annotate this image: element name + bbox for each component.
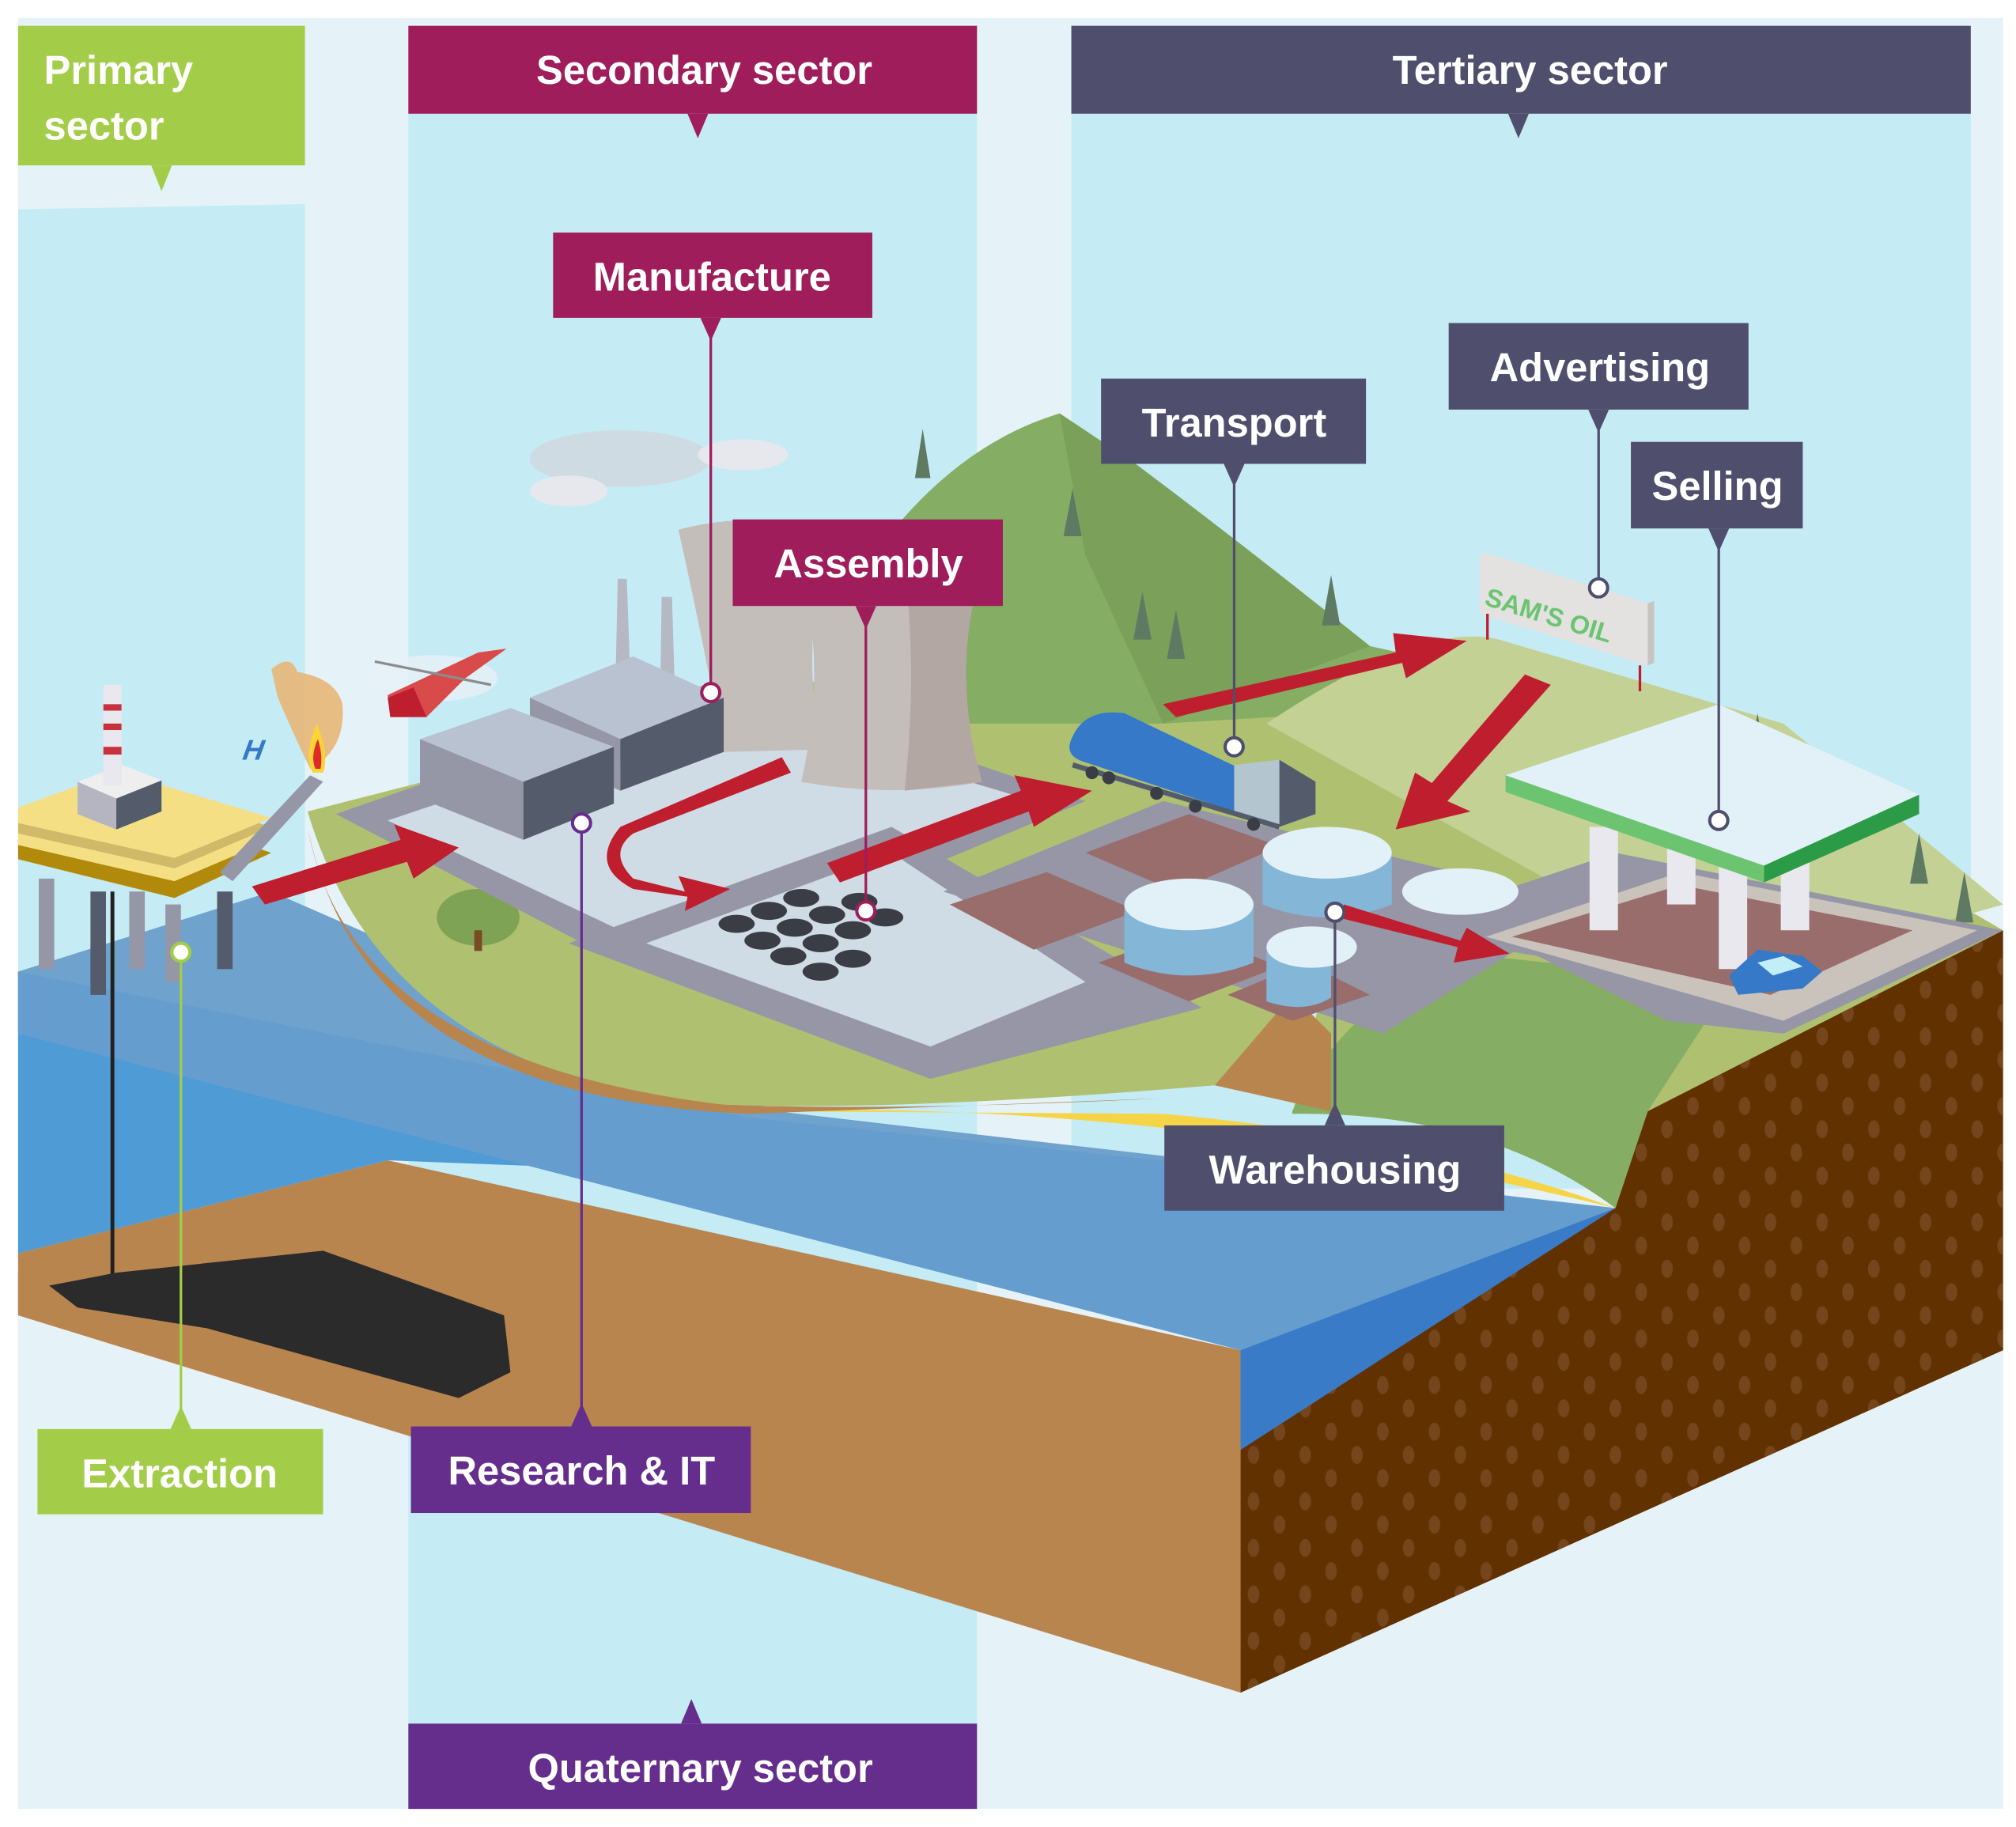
helicopter-icon xyxy=(368,649,507,717)
bush-icon xyxy=(437,888,520,951)
warehousing-callout: Warehousing xyxy=(1164,901,1504,1211)
factory-icon: H xyxy=(238,578,724,840)
assembly-marker xyxy=(855,900,877,922)
advertising-marker xyxy=(1587,577,1609,599)
manufacture-marker xyxy=(700,682,722,704)
svg-text:Secondary sector: Secondary sector xyxy=(536,47,872,93)
manufacture-callout: Manufacture xyxy=(553,233,872,704)
arrow-advertising-to-warehouse xyxy=(1395,674,1551,830)
svg-text:Selling: Selling xyxy=(1652,463,1783,509)
car-icon xyxy=(1729,949,1822,995)
gas-flare-icon xyxy=(219,661,343,882)
arrow-rig-to-factory xyxy=(252,824,460,905)
svg-text:Warehousing: Warehousing xyxy=(1208,1147,1461,1192)
svg-text:Assembly: Assembly xyxy=(773,541,963,586)
quaternary-sector-label: Quaternary sector xyxy=(408,1699,978,1810)
svg-text:Manufacture: Manufacture xyxy=(593,255,831,300)
research-it-callout: Research & IT xyxy=(410,812,751,1514)
selling-marker xyxy=(1708,809,1730,831)
arrow-assembly-to-transport xyxy=(826,775,1092,883)
oil-reservoir-icon xyxy=(49,1250,511,1398)
tertiary-sector-label: Tertiary sector xyxy=(1071,25,1971,138)
svg-text:Advertising: Advertising xyxy=(1490,345,1711,390)
transport-callout: Transport xyxy=(1101,378,1367,758)
svg-text:Tertiary sector: Tertiary sector xyxy=(1393,47,1668,93)
assembly-callout: Assembly xyxy=(732,519,1003,922)
smoke-clouds xyxy=(529,430,789,507)
primary-sector-label: Primary sector xyxy=(17,25,305,191)
svg-text:sector: sector xyxy=(44,103,165,148)
warehousing-marker xyxy=(1324,901,1346,923)
arrow-factory-to-assembly xyxy=(607,757,791,911)
petrol-station-icon xyxy=(1505,704,1920,970)
secondary-sector-label: Secondary sector xyxy=(408,25,978,138)
svg-text:Transport: Transport xyxy=(1142,400,1327,445)
extraction-callout: Extraction xyxy=(37,941,323,1515)
flow-arrows xyxy=(252,633,1551,963)
oil-barrels-icon xyxy=(718,888,904,981)
arrow-warehouse-to-selling xyxy=(1337,904,1510,963)
selling-callout: Selling xyxy=(1631,441,1803,831)
assembly-yard xyxy=(645,853,1086,1047)
svg-text:Quaternary sector: Quaternary sector xyxy=(528,1746,873,1791)
research-marker xyxy=(570,812,592,834)
oil-rig-icon xyxy=(17,684,272,1280)
extraction-marker xyxy=(170,941,192,963)
arrow-transport-to-advertising xyxy=(1163,633,1467,717)
transport-marker xyxy=(1223,736,1245,758)
advertising-callout: Advertising xyxy=(1448,323,1749,599)
tanker-truck-icon xyxy=(1069,712,1316,831)
svg-text:Research & IT: Research & IT xyxy=(448,1448,715,1493)
svg-text:Primary: Primary xyxy=(44,47,194,93)
storage-tank-icon xyxy=(1124,826,1519,1008)
svg-text:Extraction: Extraction xyxy=(81,1451,278,1496)
